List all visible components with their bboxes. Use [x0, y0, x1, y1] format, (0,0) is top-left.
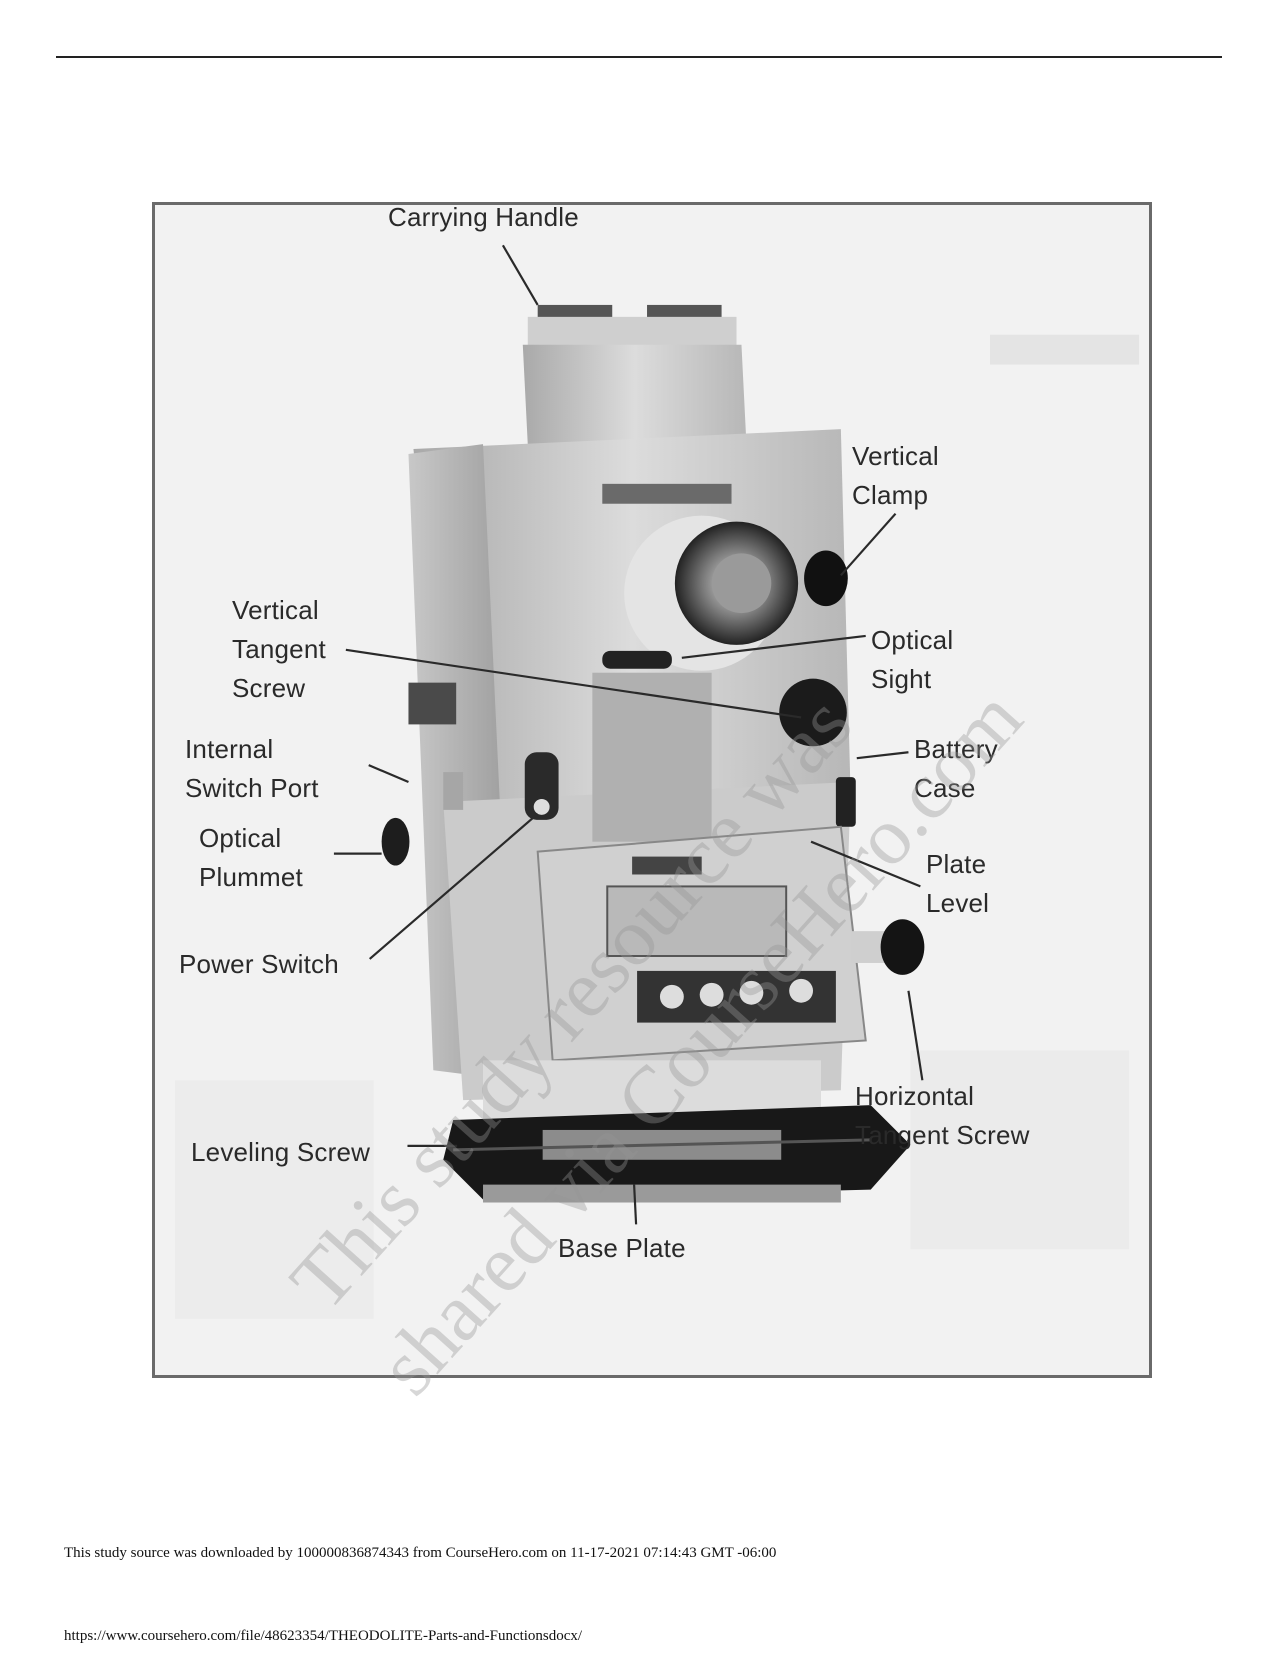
- theodolite-figure: Carrying Handle Vertical Clamp Vertical …: [152, 202, 1152, 1378]
- label-optical-sight: Optical Sight: [871, 625, 954, 694]
- theodolite-illustration: [174, 244, 1140, 1319]
- label-carrying-handle: Carrying Handle: [388, 202, 579, 232]
- label-plate-level: Plate Level: [926, 849, 990, 918]
- label-battery-case: Battery Case: [914, 734, 998, 803]
- top-rule: [56, 56, 1222, 58]
- leader-lines: [333, 244, 924, 1225]
- label-power-switch: Power Switch: [179, 949, 339, 979]
- label-internal-switch-port: Internal Switch Port: [185, 734, 319, 803]
- label-vertical-tangent-screw: Vertical Tangent Screw: [232, 595, 326, 703]
- label-vertical-clamp: Vertical Clamp: [852, 441, 939, 510]
- footer-download-note: This study source was downloaded by 1000…: [64, 1545, 777, 1561]
- label-leveling-screw: Leveling Screw: [191, 1137, 371, 1167]
- display-unit-shape: [536, 825, 867, 1062]
- label-optical-plummet: Optical Plummet: [199, 823, 303, 892]
- carrying-handle-shape: [527, 304, 737, 347]
- label-base-plate: Base Plate: [558, 1233, 686, 1263]
- label-horizontal-tangent-screw: Horizontal Tangent Screw: [855, 1081, 1030, 1150]
- footer-url[interactable]: https://www.coursehero.com/file/48623354…: [64, 1628, 583, 1644]
